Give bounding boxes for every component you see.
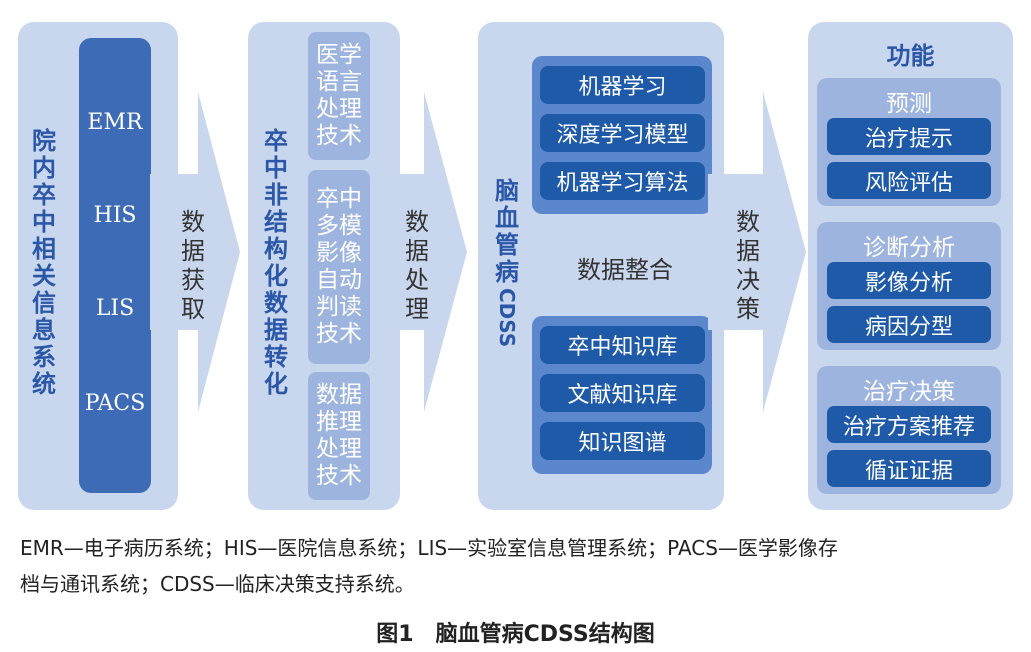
data-processing-arrow xyxy=(372,92,467,412)
figure-caption: 图1 脑血管病CDSS结构图 xyxy=(0,616,1031,648)
evidence-based-box: 循证证据 xyxy=(827,450,991,487)
data-decision-label: 数据决策 xyxy=(736,208,760,323)
system-pacs: PACS xyxy=(84,391,146,416)
abbreviation-note-line-2: 档与通讯系统；CDSS—临床决策支持系统。 xyxy=(20,572,415,596)
cdss-architecture-diagram: 院内卒中相关信息系统 EMR HIS LIS PACS 数据获取 卒中非结构化数… xyxy=(18,22,1013,510)
unstructured-conversion-title: 卒中非结构化数据转化 xyxy=(264,127,288,398)
machine-learning-box: 机器学习 xyxy=(540,66,705,104)
data-integration-label: 数据整合 xyxy=(577,256,673,284)
data-decision-arrow xyxy=(708,92,806,412)
treatment-decision-title: 治疗决策 xyxy=(863,379,955,405)
data-processing-label: 数据处理 xyxy=(405,208,429,323)
data-acquisition-label: 数据获取 xyxy=(181,208,205,323)
knowledge-graph-box: 知识图谱 xyxy=(540,422,705,460)
treatment-plan-recommendation-box: 治疗方案推荐 xyxy=(827,406,991,443)
systems-bar: EMR HIS LIS PACS xyxy=(79,38,151,493)
figure-number: 图1 xyxy=(376,622,414,647)
medical-language-tech-box: 医学语言处理技术 xyxy=(308,32,370,160)
system-his: HIS xyxy=(93,203,137,228)
data-reasoning-tech-box: 数据推理处理技术 xyxy=(308,372,370,500)
system-emr: EMR xyxy=(87,110,143,135)
deep-learning-model-box: 深度学习模型 xyxy=(540,114,705,152)
hospital-systems-title: 院内卒中相关信息系统 xyxy=(32,127,56,398)
etiology-classification-box: 病因分型 xyxy=(827,306,991,343)
functions-title: 功能 xyxy=(886,42,935,70)
figure-title: 脑血管病CDSS结构图 xyxy=(435,622,655,647)
data-acquisition-arrow xyxy=(150,92,240,412)
ml-algorithm-box: 机器学习算法 xyxy=(540,162,705,200)
system-lis: LIS xyxy=(95,296,135,321)
treatment-hint-box: 治疗提示 xyxy=(827,118,991,155)
diagnosis-analysis-group: 诊断分析 影像分析 病因分型 xyxy=(817,222,1001,350)
treatment-decision-group: 治疗决策 治疗方案推荐 循证证据 xyxy=(817,366,1001,494)
multimodal-imaging-tech-box: 卒中多模影像自动判读技术 xyxy=(308,170,370,364)
prediction-group: 预测 治疗提示 风险评估 xyxy=(817,78,1001,206)
abbreviation-note-line-1: EMR—电子病历系统；HIS—医院信息系统；LIS—实验室信息管理系统；PACS… xyxy=(20,536,838,560)
stroke-knowledge-base-box: 卒中知识库 xyxy=(540,326,705,364)
prediction-title: 预测 xyxy=(886,91,932,117)
literature-knowledge-base-box: 文献知识库 xyxy=(540,374,705,412)
imaging-analysis-box: 影像分析 xyxy=(827,262,991,299)
risk-assessment-box: 风险评估 xyxy=(827,162,991,199)
diagnosis-analysis-title: 诊断分析 xyxy=(863,235,955,261)
